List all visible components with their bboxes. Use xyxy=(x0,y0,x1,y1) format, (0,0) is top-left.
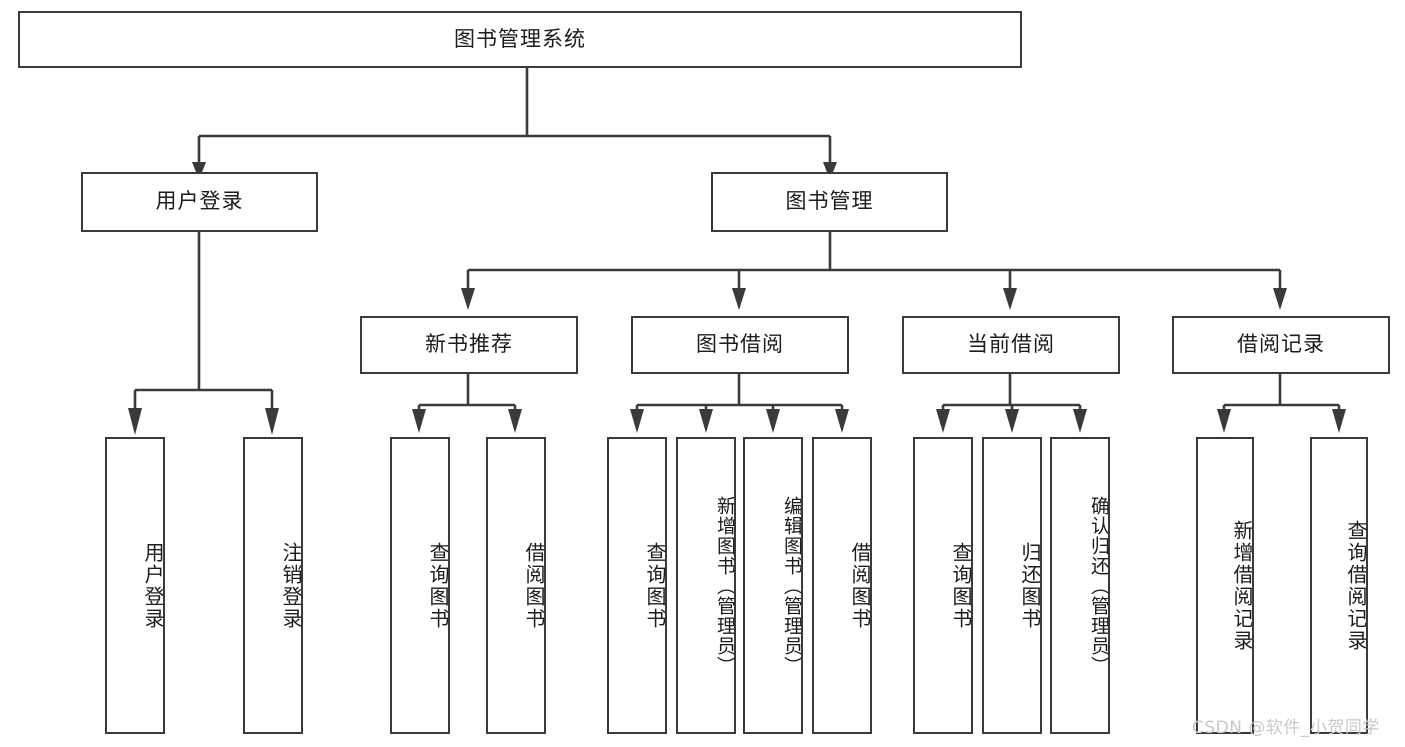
leaf-return-book[interactable]: 归还图书 xyxy=(982,437,1042,734)
node-book-borrow[interactable]: 图书借阅 xyxy=(631,316,849,374)
leaf-add-book-admin[interactable]: 新增图书（管理员） xyxy=(676,437,736,734)
leaf-user-login[interactable]: 用户登录 xyxy=(105,437,165,734)
leaf-query-borrow-record[interactable]: 查询借阅记录 xyxy=(1310,437,1368,734)
leaf-query-book-current[interactable]: 查询图书 xyxy=(913,437,973,734)
node-new-book-recommend[interactable]: 新书推荐 xyxy=(360,316,578,374)
node-borrow-record[interactable]: 借阅记录 xyxy=(1172,316,1390,374)
node-root-system[interactable]: 图书管理系统 xyxy=(18,11,1022,68)
leaf-borrow-book-recommend[interactable]: 借阅图书 xyxy=(486,437,546,734)
node-book-manage[interactable]: 图书管理 xyxy=(711,172,948,232)
leaf-confirm-return-admin[interactable]: 确认归还（管理员） xyxy=(1050,437,1110,734)
node-user-login[interactable]: 用户登录 xyxy=(81,172,318,232)
leaf-add-borrow-record[interactable]: 新增借阅记录 xyxy=(1196,437,1254,734)
leaf-borrow-book-borrow[interactable]: 借阅图书 xyxy=(812,437,872,734)
node-current-borrow[interactable]: 当前借阅 xyxy=(902,316,1120,374)
leaf-query-book-recommend[interactable]: 查询图书 xyxy=(390,437,450,734)
leaf-query-book-borrow[interactable]: 查询图书 xyxy=(607,437,667,734)
leaf-logout-login[interactable]: 注销登录 xyxy=(243,437,303,734)
leaf-edit-book-admin[interactable]: 编辑图书（管理员） xyxy=(743,437,803,734)
